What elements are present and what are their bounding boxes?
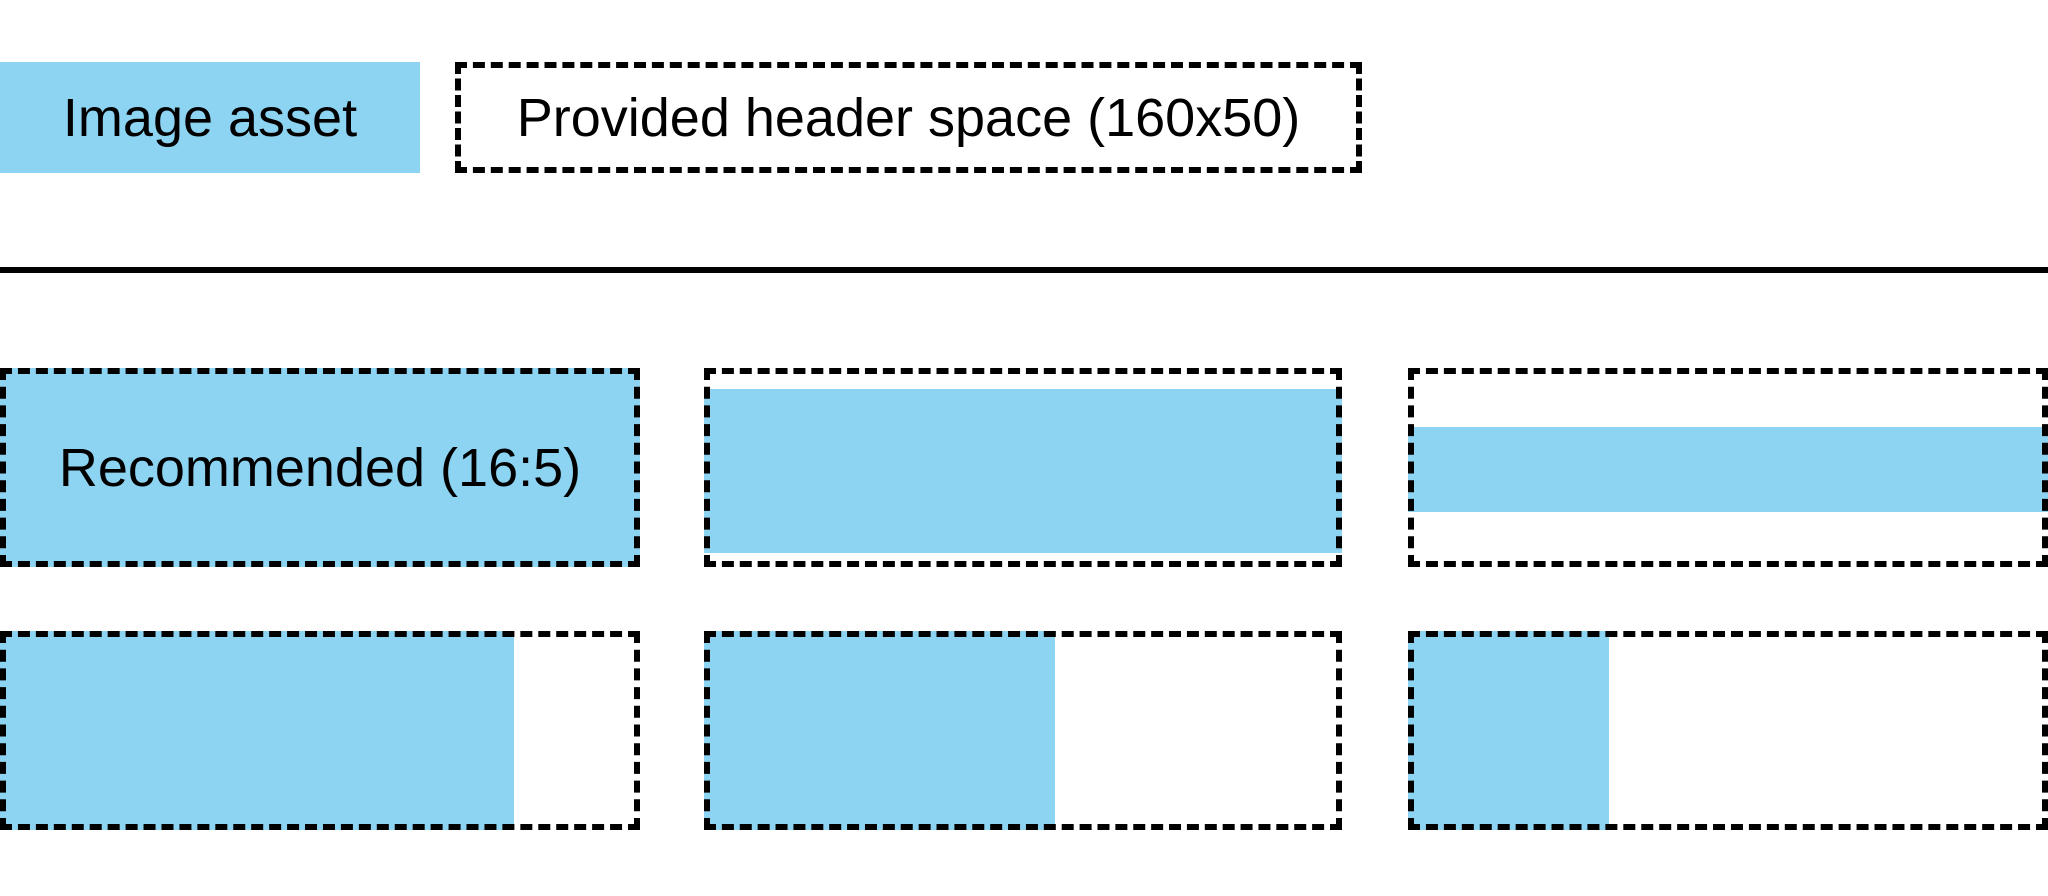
example-full-width-tall (704, 368, 1342, 567)
asset-fill (704, 631, 1055, 830)
image-asset-label: Image asset (62, 87, 358, 148)
asset-fill (0, 368, 640, 567)
example-recommended-16-5: Recommended (16:5) (0, 368, 640, 567)
example-full-height-narrow (1408, 631, 2048, 830)
provided-header-space-label: Provided header space (160x50) (516, 87, 1301, 148)
example-full-width-short-band (1408, 368, 2048, 567)
example-full-height-wide (0, 631, 640, 830)
asset-fill (0, 631, 514, 830)
asset-fill (704, 388, 1342, 554)
example-full-height-medium (704, 631, 1342, 830)
asset-fill (1408, 631, 1609, 830)
image-asset-swatch: Image asset (0, 62, 420, 173)
asset-fill (1408, 426, 2048, 513)
recommended-label: Recommended (16:5) (58, 437, 582, 498)
separator-line (0, 267, 2048, 273)
provided-header-space-box: Provided header space (160x50) (455, 62, 1362, 173)
